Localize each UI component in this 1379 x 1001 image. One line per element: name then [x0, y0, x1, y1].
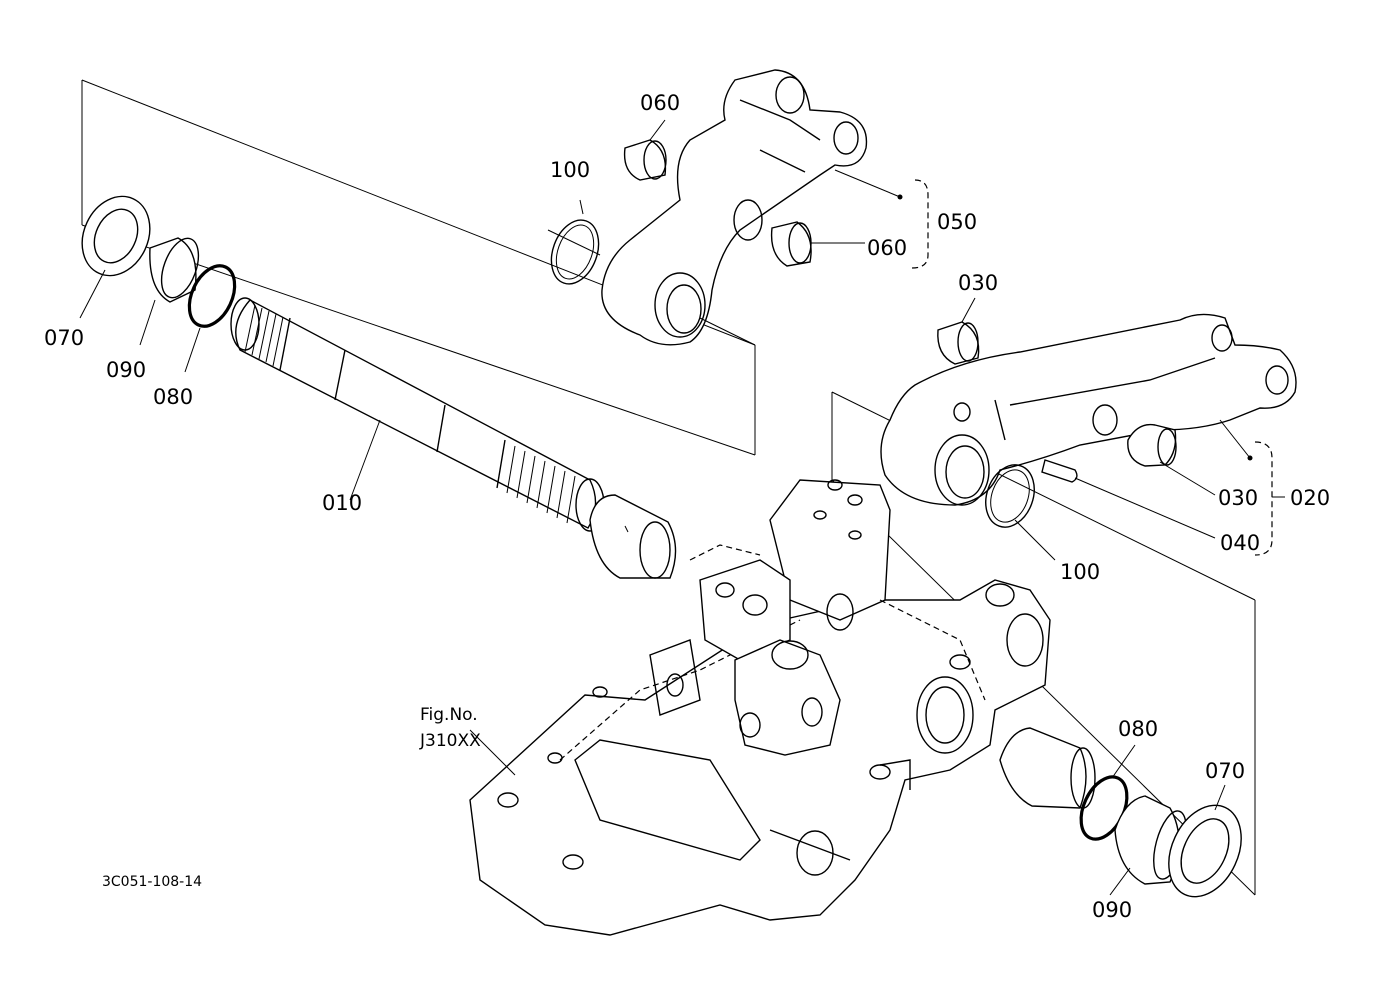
callout-070-right: 070	[1205, 759, 1245, 783]
figure-note: Fig.No. J310XX	[419, 705, 516, 776]
callout-030-right: 030	[1218, 486, 1258, 510]
bushing-030-top[interactable]	[937, 297, 980, 365]
hydraulic-housing[interactable]	[469, 479, 1051, 936]
snap-ring-100-top[interactable]	[543, 199, 607, 291]
bushing-060-top[interactable]	[623, 119, 667, 181]
sleeve-bushing-right[interactable]	[999, 727, 1096, 809]
washer-070-right[interactable]	[1155, 784, 1255, 908]
callout-090-left: 090	[106, 358, 146, 382]
callout-040: 040	[1220, 531, 1260, 555]
callout-labels: 010 020 030 030 040 050 060 060 070 070 …	[44, 91, 1330, 922]
callout-060-top: 060	[640, 91, 680, 115]
washer-070-left[interactable]	[70, 185, 163, 319]
lift-arm-020[interactable]	[880, 313, 1297, 506]
shaft-010[interactable]	[230, 297, 605, 532]
callout-100-top: 100	[550, 158, 590, 182]
callout-020: 020	[1290, 486, 1330, 510]
callout-010: 010	[322, 491, 362, 515]
callout-060-right: 060	[867, 236, 907, 260]
callout-030-top: 030	[958, 271, 998, 295]
snap-ring-100-right[interactable]	[977, 458, 1056, 561]
pin-040[interactable]	[1041, 459, 1216, 539]
bushing-middle[interactable]	[589, 494, 677, 579]
bushing-060-right[interactable]	[770, 221, 865, 267]
oring-080-left[interactable]	[180, 259, 243, 373]
bracket-050	[834, 169, 929, 269]
fig-label-line2: J310XX	[419, 731, 481, 751]
callout-050: 050	[937, 210, 977, 234]
drawing-code: 3C051-108-14	[102, 874, 202, 890]
callout-070-left: 070	[44, 326, 84, 350]
bushing-090-left[interactable]	[139, 233, 206, 346]
callout-090-right: 090	[1092, 898, 1132, 922]
bracket-020	[1254, 441, 1285, 556]
callout-080-left: 080	[153, 385, 193, 409]
lift-arm-050[interactable]	[601, 69, 868, 346]
callout-100-right: 100	[1060, 560, 1100, 584]
bushing-030-right[interactable]	[1127, 423, 1216, 496]
fig-label-line1: Fig.No.	[420, 705, 478, 725]
callout-080-right: 080	[1118, 717, 1158, 741]
